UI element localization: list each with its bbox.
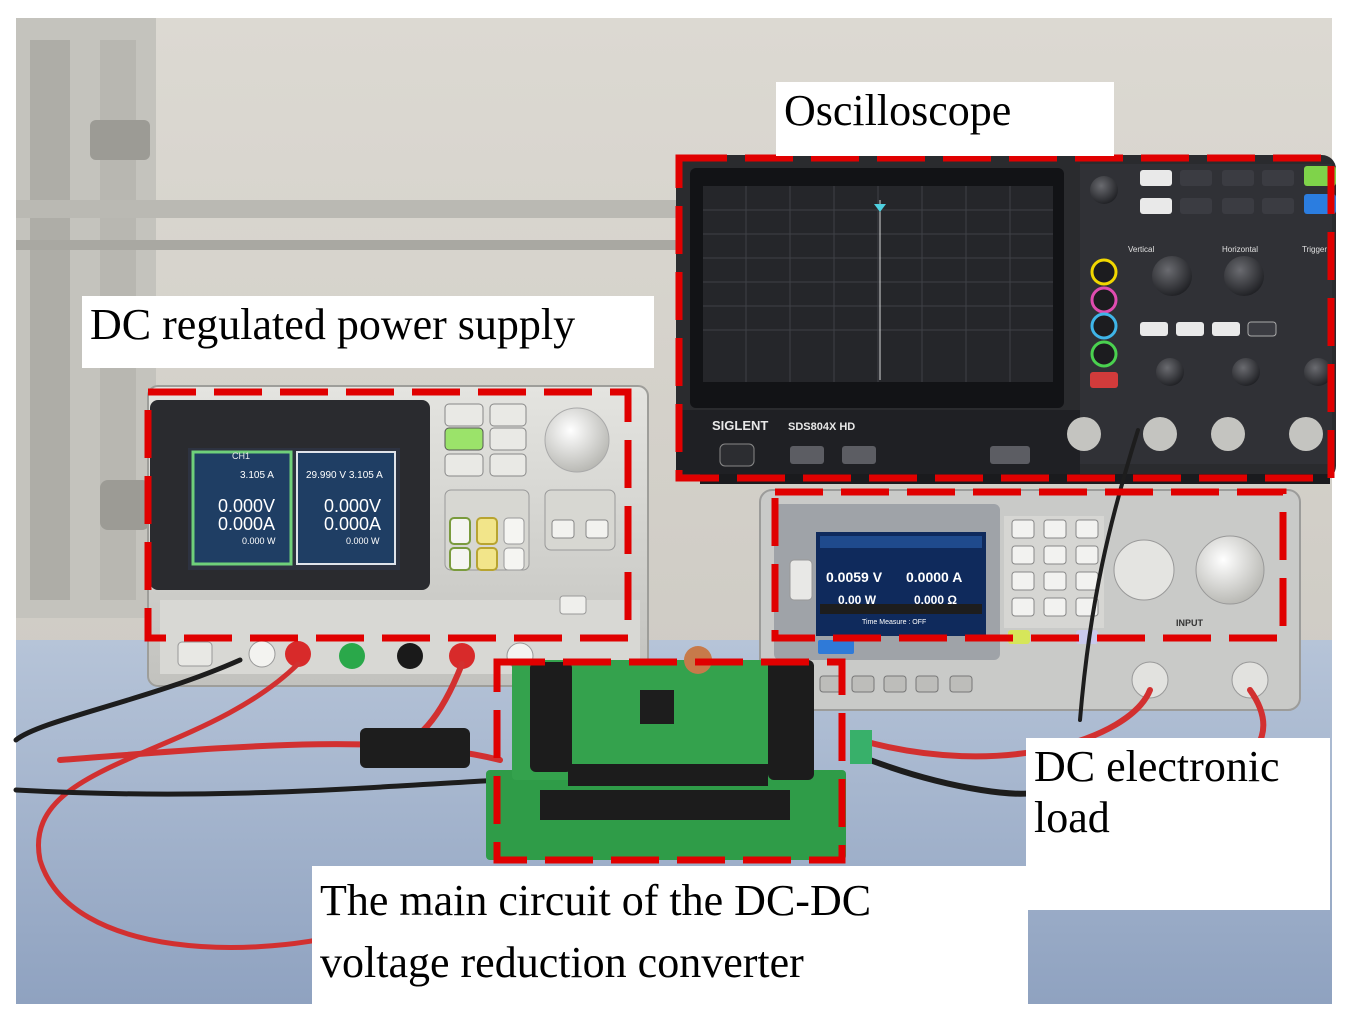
- psu-ch1-current: 0.000A: [218, 514, 275, 534]
- psu-ch2-power: 0.000 W: [346, 536, 380, 546]
- load-resistance: 0.000 Ω: [914, 593, 957, 607]
- oscilloscope-unit: [676, 155, 1336, 484]
- psu-ch1-set: 3.105 A: [240, 470, 274, 481]
- annotation-boxes: [144, 154, 1335, 864]
- load-power: 0.00 W: [838, 593, 877, 607]
- psu-ch1-title: CH1: [232, 451, 250, 461]
- psu-ch2-voltage: 0.000V: [324, 496, 381, 516]
- load-voltage: 0.0059 V: [826, 569, 883, 585]
- load-current: 0.0000 A: [906, 569, 962, 585]
- label-oscilloscope: Oscilloscope: [776, 82, 1114, 156]
- scope-grid: [703, 186, 1053, 382]
- label-converter: The main circuit of the DC-DC voltage re…: [312, 866, 1028, 1006]
- dash-box-oscilloscope: [675, 154, 1335, 482]
- load-input-label: INPUT: [1176, 618, 1204, 628]
- psu-ch2-current: 0.000A: [324, 514, 381, 534]
- scope-brand: SIGLENT: [712, 418, 768, 433]
- load-status: Time Measure : OFF: [862, 619, 926, 626]
- pcb-board: [486, 646, 872, 860]
- dash-box-electronic-load: [771, 488, 1287, 642]
- label-electronic-load: DC electronic load: [1026, 738, 1330, 910]
- label-power-supply: DC regulated power supply: [82, 296, 654, 368]
- electronic-load-unit: [759, 489, 1301, 711]
- psu-ch1-voltage: 0.000V: [218, 496, 275, 516]
- psu-ch1-power: 0.000 W: [242, 536, 276, 546]
- dash-box-power-supply: [144, 388, 632, 642]
- dash-box-converter: [493, 658, 846, 864]
- psu-ch2-set: 29.990 V 3.105 A: [306, 470, 383, 481]
- scope-model: SDS804X HD: [788, 421, 855, 433]
- scope-trigger-label: Trigger: [1302, 245, 1327, 254]
- scope-vertical-label: Vertical: [1128, 245, 1154, 254]
- scope-horizontal-label: Horizontal: [1222, 245, 1258, 254]
- power-supply-unit: [147, 385, 649, 687]
- cable-clip: [360, 728, 470, 768]
